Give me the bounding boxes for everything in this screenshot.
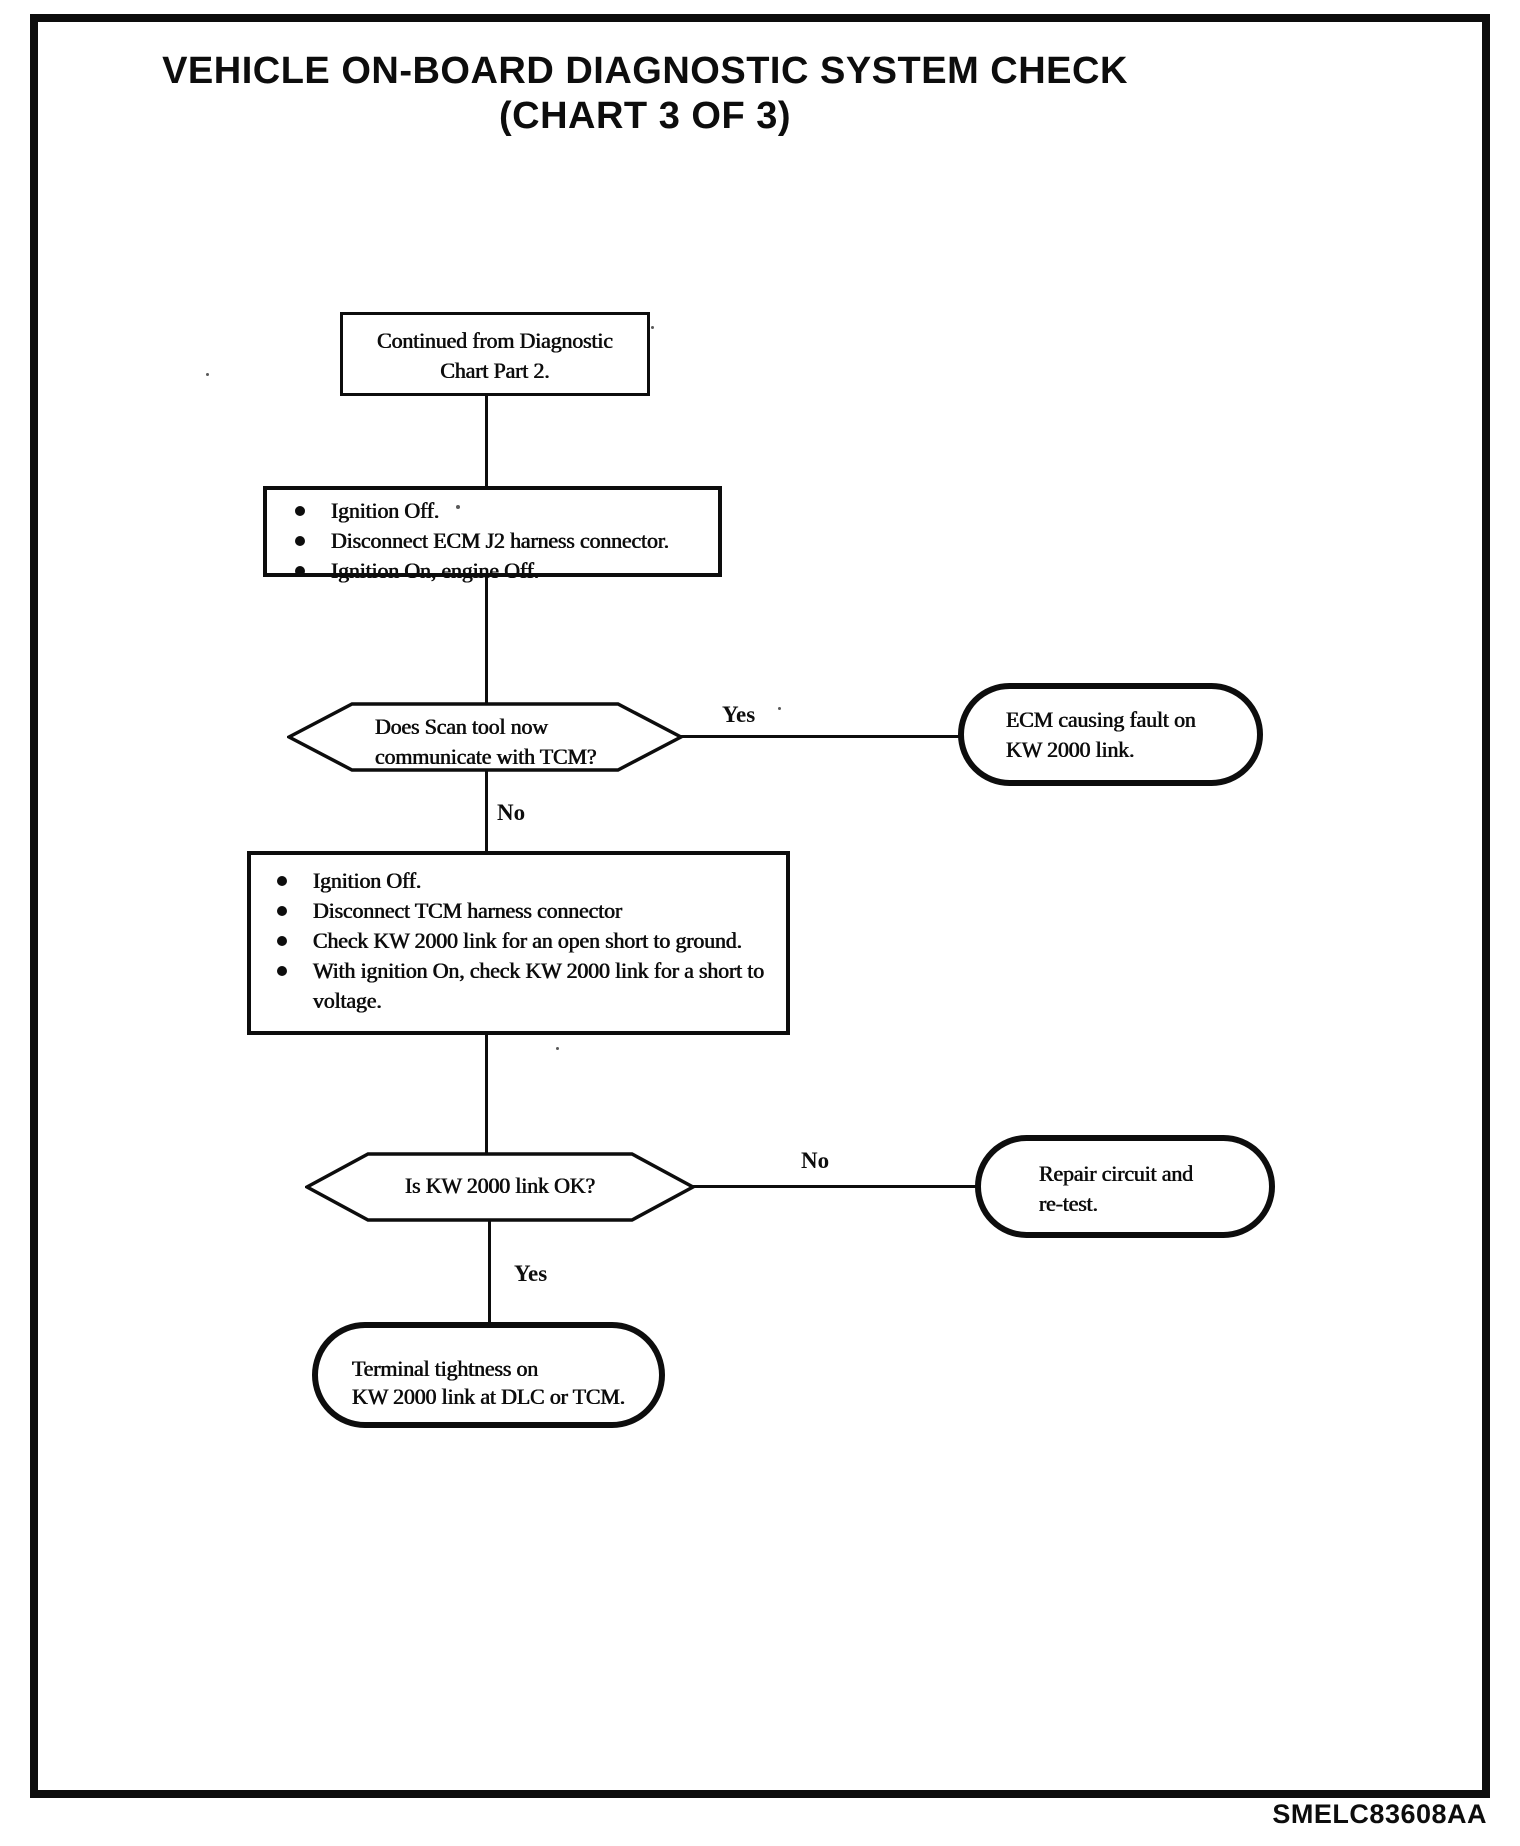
step1-item: Disconnect ECM J2 harness connector. <box>267 526 710 556</box>
scan-artifact-dot <box>778 707 781 710</box>
decision2-hexagon <box>305 1152 695 1222</box>
decision1-text: Does Scan tool now communicate with TCM? <box>375 712 597 772</box>
connector-decision2-no <box>693 1185 977 1188</box>
decision1-no-label: No <box>497 800 526 825</box>
start-text-line2: Chart Part 2. <box>440 358 550 383</box>
connector-start-to-step1 <box>485 394 488 488</box>
step1-item: Ignition On, engine Off. <box>267 556 710 586</box>
step1-item: Ignition Off. <box>267 496 710 526</box>
terminal-repair-line1: Repair circuit and <box>1039 1161 1193 1186</box>
step1-list: Ignition Off. Disconnect ECM J2 harness … <box>267 490 718 586</box>
step2-item: With ignition On, check KW 2000 link for… <box>251 956 778 1016</box>
terminal-ecm-line1: ECM causing fault on <box>1006 707 1196 732</box>
terminal-final-line1: Terminal tightness on <box>352 1356 539 1381</box>
terminal-final-line2: KW 2000 link at DLC or TCM. <box>352 1384 626 1409</box>
step2-item: Ignition Off. <box>251 866 778 896</box>
step2-item: Disconnect TCM harness connector <box>251 896 778 926</box>
decision1-line1: Does Scan tool now <box>375 714 548 739</box>
decision2-yes-label: Yes <box>514 1261 548 1286</box>
connector-decision2-yes <box>488 1220 491 1323</box>
step2-list: Ignition Off. Disconnect TCM harness con… <box>251 855 786 1016</box>
decision1-hexagon <box>287 702 683 772</box>
connector-decision1-no <box>485 770 488 852</box>
decision1-line2: communicate with TCM? <box>375 744 597 769</box>
flow-node-step2: Ignition Off. Disconnect TCM harness con… <box>247 851 790 1035</box>
connector-step1-to-decision1 <box>485 576 488 704</box>
start-text-line1: Continued from Diagnostic <box>377 328 613 353</box>
page-title-line2: (CHART 3 OF 3) <box>499 95 791 137</box>
decision2-no-label: No <box>801 1148 830 1173</box>
connector-decision1-yes <box>681 735 960 738</box>
page-title-line1: VEHICLE ON-BOARD DIAGNOSTIC SYSTEM CHECK <box>162 50 1128 92</box>
scan-artifact-dot <box>456 505 460 509</box>
terminal-repair-line2: re-test. <box>1039 1191 1098 1216</box>
figure-code: SMELC83608AA <box>1272 1799 1487 1829</box>
decision2-line1: Is KW 2000 link OK? <box>404 1173 596 1198</box>
scan-artifact-dot <box>651 326 654 329</box>
flow-node-terminal-ecm: ECM causing fault on KW 2000 link. <box>958 683 1263 786</box>
connector-step2-to-decision2 <box>485 1034 488 1154</box>
decision1-yes-label: Yes <box>722 702 756 727</box>
flow-node-terminal-final: Terminal tightness on KW 2000 link at DL… <box>312 1322 665 1428</box>
step2-item: Check KW 2000 link for an open short to … <box>251 926 778 956</box>
decision2-text: Is KW 2000 link OK? <box>305 1171 695 1201</box>
flow-node-terminal-repair: Repair circuit and re-test. <box>975 1135 1275 1238</box>
flow-node-start: Continued from Diagnostic Chart Part 2. <box>340 312 650 396</box>
scan-artifact-dot <box>206 373 209 376</box>
terminal-ecm-line2: KW 2000 link. <box>1006 737 1135 762</box>
scan-artifact-dot <box>556 1047 559 1050</box>
flow-node-step1: Ignition Off. Disconnect ECM J2 harness … <box>263 486 722 583</box>
